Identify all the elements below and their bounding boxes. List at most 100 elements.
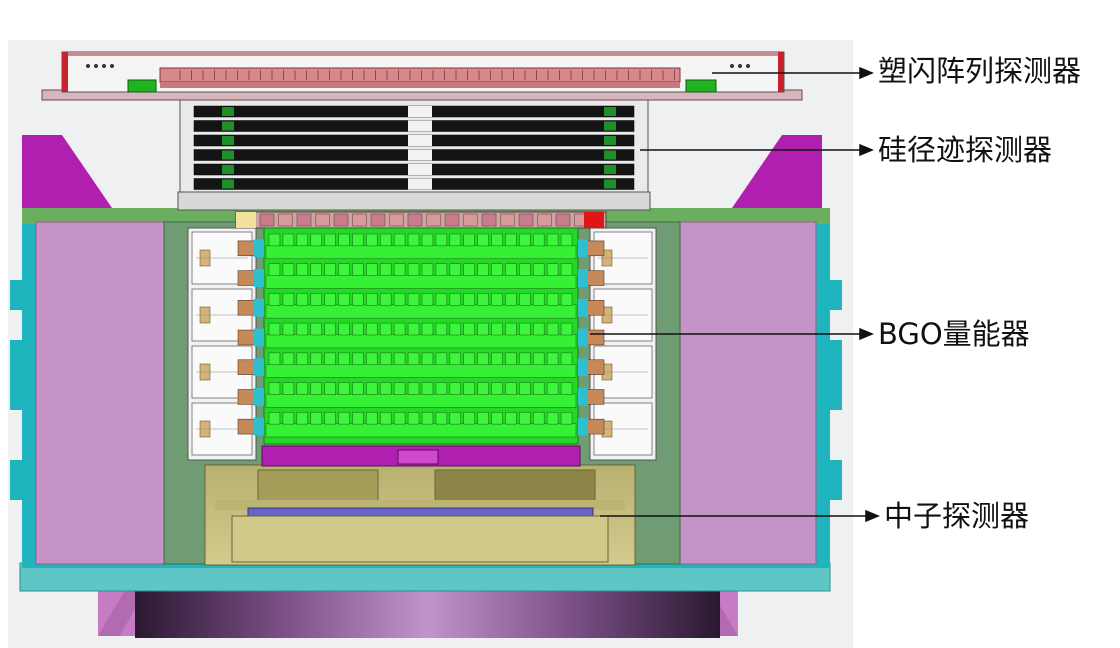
bgo-layer: [237, 352, 605, 378]
bgo-crystal: [393, 382, 406, 395]
bgo-crystal: [379, 322, 392, 336]
bgo-crystal: [324, 382, 336, 395]
bgo-crystal: [393, 293, 406, 306]
bgo-crystal: [282, 352, 295, 366]
bgo-top-cell: [407, 213, 423, 227]
tracker-right-board: [604, 150, 616, 160]
bgo-layer: [237, 233, 605, 260]
bgo-crystal: [352, 411, 364, 425]
bgo-crystal: [296, 263, 309, 276]
bgo-bar: [265, 334, 577, 349]
tracker-right-board: [604, 165, 616, 174]
bgo-crystal: [477, 263, 489, 276]
bgo-crystal: [268, 233, 281, 247]
bgo-crystal: [449, 352, 462, 366]
bgo-crystal: [560, 322, 573, 336]
bgo-top-cell: [259, 213, 275, 227]
bgo-crystal: [310, 322, 322, 336]
tracker-center-gap: [408, 135, 432, 146]
bgo-left-clip: [254, 298, 264, 317]
right-side-panel: [679, 221, 817, 565]
bgo-left-clip: [254, 388, 264, 406]
bgo-crystal: [407, 263, 420, 276]
tracker-right-board: [604, 107, 616, 116]
bgo-crystal: [421, 263, 434, 276]
bgo-crystal: [296, 411, 309, 425]
bgo-crystal: [532, 293, 545, 306]
bgo-crystal: [449, 411, 462, 425]
neutron-detector-body: [204, 464, 636, 566]
bgo-crystal: [296, 382, 309, 395]
bgo-crystal: [532, 322, 545, 336]
bgo-crystal: [268, 411, 281, 425]
bgo-layer: [237, 382, 605, 408]
bgo-bar: [265, 245, 577, 260]
bgo-crystal: [352, 233, 364, 247]
bgo-right-clip: [578, 269, 588, 287]
bgo-crystal: [491, 411, 503, 425]
bgo-crystal: [435, 233, 448, 247]
bgo-crystal: [379, 382, 392, 395]
bgo-crystal: [366, 233, 378, 247]
bgo-bar: [265, 304, 577, 319]
bgo-crystal: [324, 352, 336, 366]
bgo-crystal: [532, 382, 545, 395]
bgo-crystal: [379, 352, 392, 366]
arrow-plastic-scintillator: [859, 66, 874, 80]
tracker-left-board: [222, 179, 234, 189]
bgo-crystal: [379, 411, 392, 425]
bgo-crystal: [324, 411, 336, 425]
bgo-crystal: [477, 411, 489, 425]
bgo-top-cell: [463, 213, 478, 227]
bgo-crystal: [519, 411, 531, 425]
label-plastic-scintillator: 塑闪阵列探测器: [878, 54, 1082, 88]
bgo-crystal: [366, 352, 378, 366]
bgo-crystal: [268, 293, 281, 306]
bgo-crystal: [310, 411, 322, 425]
bgo-crystal: [324, 293, 336, 306]
bgo-crystal: [519, 322, 531, 336]
bgo-crystal: [560, 293, 573, 306]
bgo-right-clip: [578, 239, 588, 258]
bgo-top-cell: [500, 213, 515, 227]
bgo-crystal: [546, 293, 559, 306]
bgo-crystal: [449, 263, 462, 276]
bgo-crystal: [491, 322, 503, 336]
bgo-top-strip: [259, 213, 589, 227]
bgo-crystal: [407, 322, 420, 336]
bgo-crystal: [546, 322, 559, 336]
bgo-crystal: [268, 352, 281, 366]
bgo-crystal: [435, 293, 448, 306]
bgo-crystal: [491, 293, 503, 306]
bgo-crystal: [393, 263, 406, 276]
bgo-crystal: [379, 293, 392, 306]
tracker-center-gap: [408, 106, 432, 117]
bgo-bar: [265, 274, 577, 289]
bgo-crystal-layers: [237, 233, 605, 438]
bgo-left-clip: [254, 417, 264, 436]
label-bgo-calorimeter: BGO量能器: [878, 317, 1030, 351]
tracker-center-gap: [408, 164, 432, 175]
bgo-crystal: [449, 382, 462, 395]
bgo-top-cell: [518, 213, 534, 227]
bgo-crystal: [491, 233, 503, 247]
bgo-crystal: [338, 233, 350, 247]
bgo-crystal: [491, 352, 503, 366]
bgo-crystal: [338, 263, 350, 276]
bgo-crystal: [505, 352, 517, 366]
bgo-crystal: [519, 263, 531, 276]
bgo-crystal: [324, 233, 336, 247]
bgo-crystal: [421, 233, 434, 247]
label-silicon-tracker: 硅径迹探测器: [878, 133, 1053, 167]
bgo-left-clip: [254, 239, 264, 258]
bgo-crystal: [435, 382, 448, 395]
bgo-crystal: [296, 352, 309, 366]
bgo-crystal: [366, 293, 378, 306]
bgo-crystal: [282, 411, 295, 425]
bgo-crystal: [505, 293, 517, 306]
bgo-top-cell: [278, 213, 293, 227]
bgo-crystal: [366, 263, 378, 276]
bgo-crystal: [421, 322, 434, 336]
tracker-center-gap: [408, 149, 432, 161]
bgo-crystal: [352, 293, 364, 306]
